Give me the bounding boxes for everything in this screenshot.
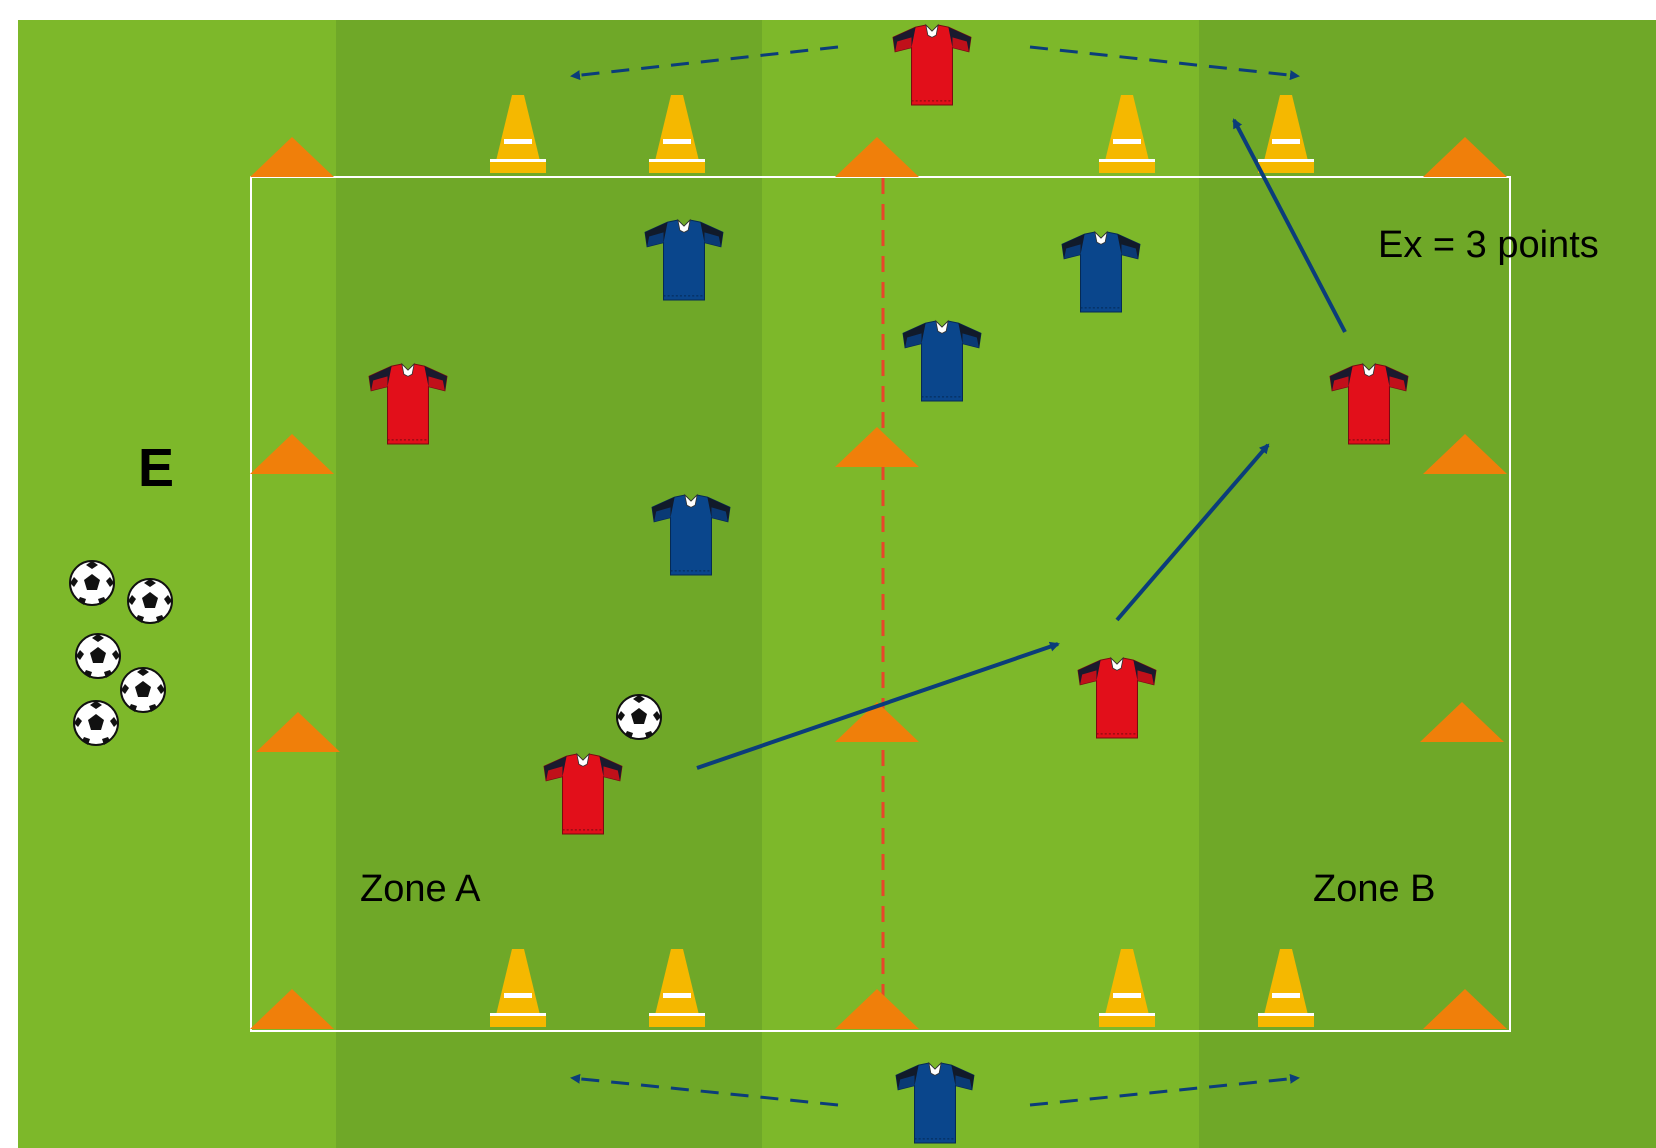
soccer-ball-icon [76,634,120,678]
zone-a-label: Zone A [360,868,480,911]
zone-b-label: Zone B [1313,868,1436,911]
points-note: Ex = 3 points [1378,224,1599,267]
soccer-ball-icon [128,579,172,623]
soccer-ball-icon [617,695,661,739]
soccer-ball-icon [121,668,165,712]
grass-stripes [18,20,1656,1148]
soccer-ball-icon [70,561,114,605]
coach-label: E [138,437,174,499]
soccer-ball-icon [74,701,118,745]
